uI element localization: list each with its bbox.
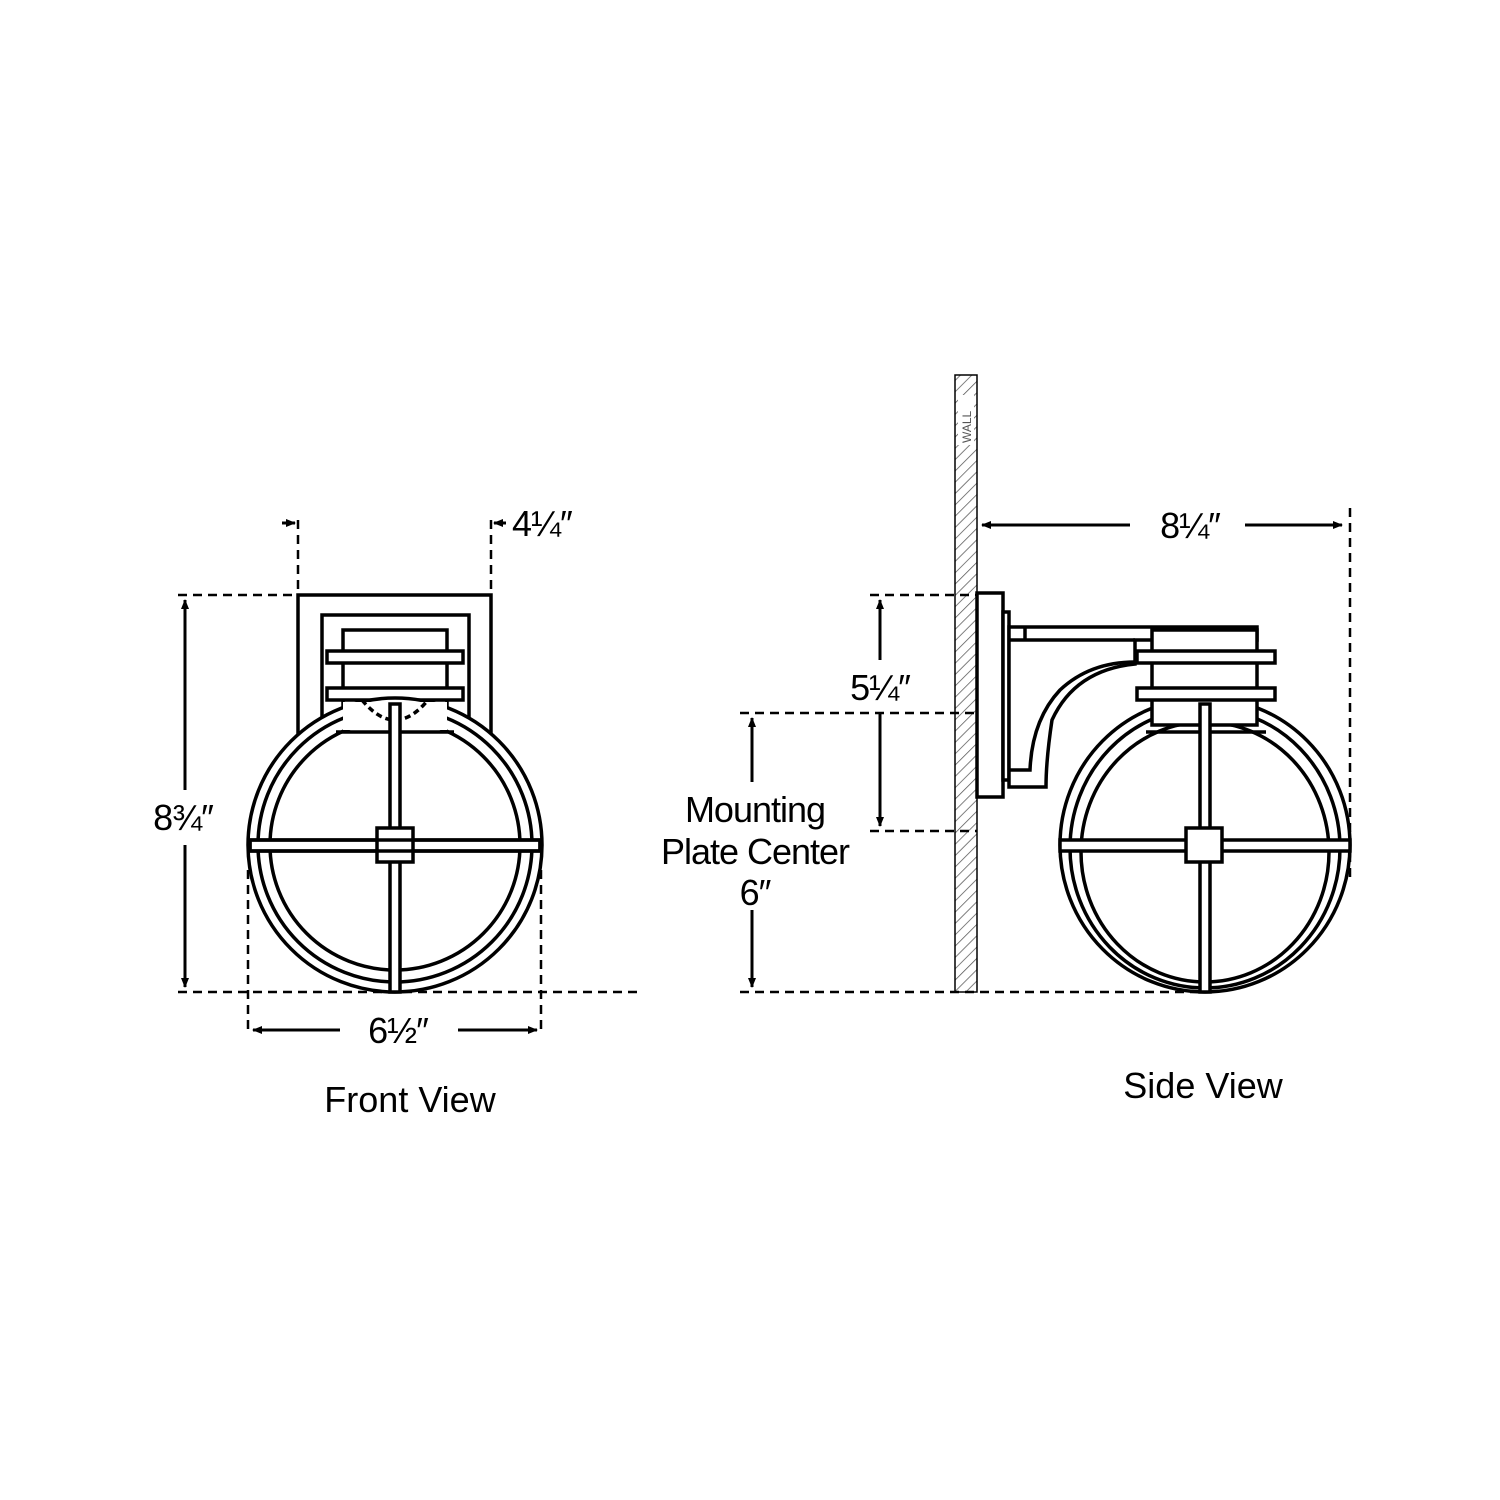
extension-label: 8¼″ — [1160, 505, 1221, 546]
mounting-label-line3: 6″ — [740, 872, 772, 913]
wall-label: WALL — [960, 410, 974, 443]
mounting-label-line2: Plate Center — [661, 831, 850, 872]
side-band-upper — [1135, 649, 1277, 665]
arm — [1007, 625, 1259, 789]
front-view-drawing — [246, 593, 544, 994]
side-view-caption: Side View — [1123, 1065, 1283, 1106]
front-width-label: 6½″ — [368, 1010, 429, 1051]
side-band-lower — [1135, 686, 1277, 702]
side-dimension-lines — [740, 508, 1352, 994]
plate-height-label: 5¼″ — [850, 667, 911, 708]
side-view-drawing — [975, 591, 1352, 994]
mounting-label-line1: Mounting — [685, 789, 825, 830]
mounting-plate — [975, 591, 1005, 799]
hub — [375, 826, 415, 864]
wall — [954, 374, 978, 993]
side-hub — [1184, 826, 1224, 864]
front-view-caption: Front View — [324, 1079, 496, 1120]
front-dimension-lines — [178, 519, 640, 1035]
band-upper — [325, 649, 465, 665]
front-height-label: 8¾″ — [153, 797, 214, 838]
backplate-width-label: 4¼″ — [512, 503, 573, 544]
